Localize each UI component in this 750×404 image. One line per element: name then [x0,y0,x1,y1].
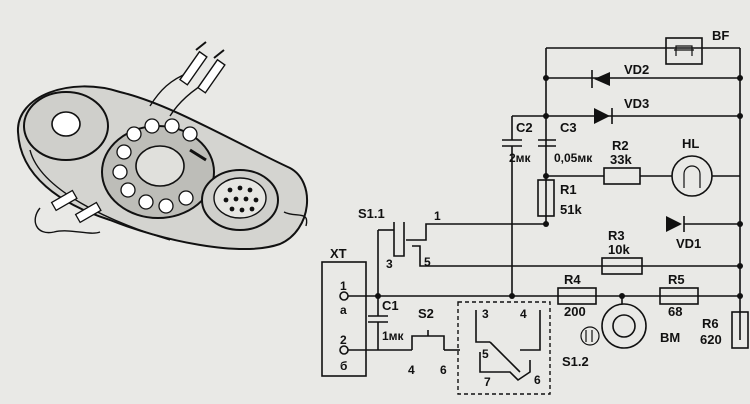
label-hl: HL [682,136,699,151]
label-r3: R3 [608,228,625,243]
label-s1-2: S1.2 [562,354,589,369]
label-c2: C2 [516,120,533,135]
label-box-pin-4: 4 [520,307,527,321]
label-r2-value: 33k [610,152,632,167]
label-r4-value: 200 [564,304,586,319]
label-pin-b: б [340,359,347,373]
label-s1-1-pin-3: 3 [386,257,393,271]
resistor-r4 [557,287,597,305]
label-r2: R2 [612,138,629,153]
label-r4: R4 [564,272,581,287]
label-vd3: VD3 [624,96,649,111]
label-box-pin-6: 6 [534,373,541,387]
label-box-pin-5: 5 [482,347,489,361]
resistor-r2 [603,167,641,185]
diode-vd3 [594,108,610,124]
resistor-r5 [659,287,699,305]
label-c3: C3 [560,120,577,135]
clip-leads [34,189,308,234]
switch-s1-2 [489,341,521,373]
label-vd2: VD2 [624,62,649,77]
diode-vd1 [666,216,682,232]
label-c3-value: 0,05мк [554,151,593,165]
rotary-dial [101,118,215,219]
connector-xt [321,261,367,377]
telephone-handset-illustration [16,41,309,250]
label-s2: S2 [418,306,434,321]
label-c1: C1 [382,298,399,313]
label-bf: BF [712,28,729,43]
label-box-pin-3: 3 [482,307,489,321]
connector-pin-2 [339,345,349,355]
label-r6: R6 [702,316,719,331]
connector-pin-1 [339,291,349,301]
switch-s2 [411,335,445,350]
label-r1: R1 [560,182,577,197]
label-s1-1-pin-1: 1 [434,209,441,223]
label-bm: BM [660,330,680,345]
label-s1-1-pin-5: 5 [424,255,431,269]
label-r1-value: 51k [560,202,582,217]
test-probes [149,41,226,117]
label-r6-value: 620 [700,332,722,347]
label-vd1: VD1 [676,236,701,251]
label-pin-2: 2 [340,333,347,347]
buzzer-bf [665,37,703,65]
label-s1-1: S1.1 [358,206,385,221]
resistor-r3 [601,257,643,275]
switch-s1-2-box [457,301,551,395]
diode-vd2 [594,72,610,86]
resistor-r6 [731,311,749,349]
junction-dots [375,75,743,299]
label-c2-value: 2мк [509,151,532,165]
earpiece [23,91,109,161]
label-c1-value: 1мк [382,329,405,343]
mouthpiece [201,169,279,231]
label-pin-1: 1 [340,279,347,293]
label-r5-value: 68 [668,304,682,319]
label-s2-pin-4: 4 [408,363,415,377]
label-r5: R5 [668,272,685,287]
label-s2-pin-6: 6 [440,363,447,377]
lamp-hl [671,155,713,197]
label-box-pin-7: 7 [484,375,491,389]
label-r3-value: 10k [608,242,630,257]
microphone-polarity-icon [580,326,600,346]
label-pin-a: a [340,303,347,317]
microphone-bm [601,303,647,349]
switch-s1-1 [393,222,405,257]
resistor-r1 [537,179,555,217]
label-xt: XT [330,246,347,261]
